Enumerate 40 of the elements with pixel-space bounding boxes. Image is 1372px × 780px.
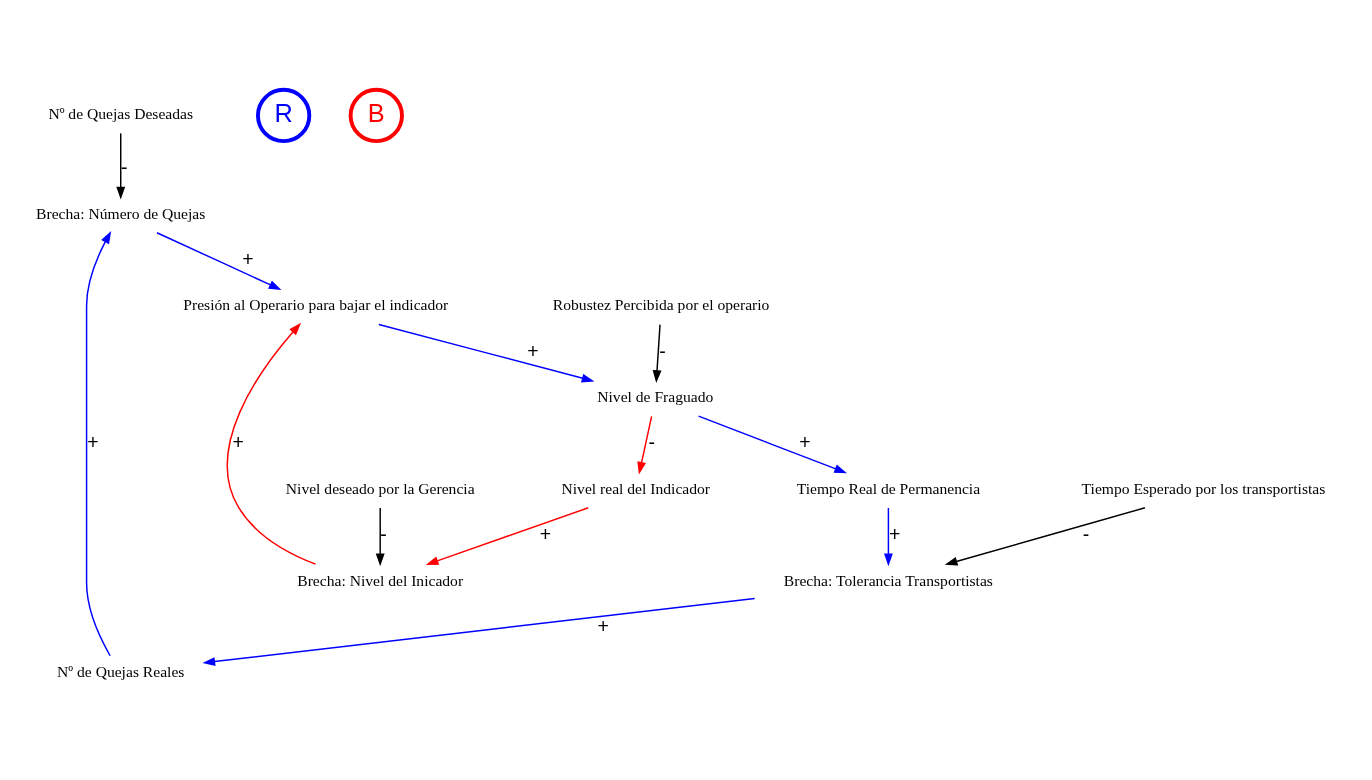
node-text: Tiempo Real de Permanencia: [796, 479, 981, 497]
arrow: [116, 132, 126, 199]
node-circle: B: [348, 87, 404, 143]
node-text: Nivel deseado por la Gerencia: [285, 479, 475, 497]
edge-label: -: [120, 155, 128, 178]
edge-label: -: [380, 522, 387, 545]
arrow: [85, 230, 112, 656]
arrow: [944, 506, 1146, 566]
arrow: [425, 506, 589, 565]
arrow: [697, 414, 847, 473]
node-text: Nivel de Fraguado: [597, 387, 714, 405]
edge-label: +: [527, 339, 539, 361]
edge-label: +: [242, 247, 254, 270]
edge-label: +: [87, 430, 99, 453]
node-text: Presión al Operario para bajar el indicador: [183, 295, 449, 313]
arrow: [652, 323, 662, 383]
edge-label: +: [539, 522, 552, 545]
arrow: [156, 231, 282, 290]
node-text: Nivel real del Indicador: [561, 479, 711, 497]
node-circle: R: [256, 87, 312, 143]
arrow: [226, 322, 317, 565]
node-text: Brecha: Tolerancia Transportistas: [783, 571, 993, 589]
edge-label: +: [232, 430, 244, 453]
arrow: [375, 506, 385, 566]
node-text: Tiempo Esperado por los transportistas: [1081, 479, 1326, 497]
edge-label: -: [648, 430, 656, 453]
node-text: Brecha: Número de Quejas: [36, 204, 206, 222]
node-text: Nº de Quejas Reales: [57, 662, 185, 680]
edge-label: +: [889, 522, 901, 545]
node-text: Robustez Percibida por el operario: [552, 295, 770, 313]
edge-label: -: [659, 339, 666, 361]
arrow: [637, 415, 653, 475]
arrow: [378, 323, 595, 382]
edge-label: +: [799, 430, 811, 453]
node-text: Brecha: Nivel del Inicador: [297, 571, 464, 589]
edge-label: +: [597, 614, 609, 637]
arrow: [883, 506, 893, 566]
arrow: [202, 597, 756, 666]
node-text: Nº de Quejas Deseadas: [48, 104, 194, 122]
edge-label: -: [1082, 522, 1090, 545]
